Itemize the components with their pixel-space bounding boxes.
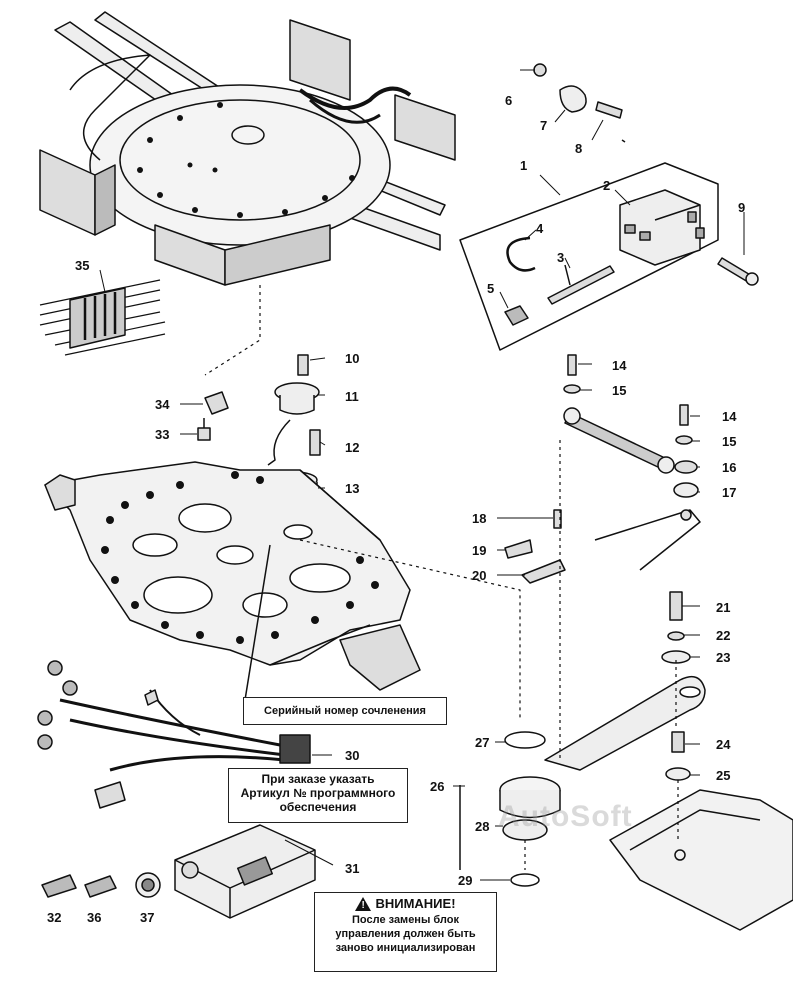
part-label: 28 <box>475 819 489 834</box>
part-labels: 6 7 8 1 2 9 4 3 5 35 10 11 12 13 34 33 1… <box>47 93 745 925</box>
sensor-35-36 <box>197 391 229 441</box>
wiring-harness-30 <box>37 660 311 809</box>
valve-kit <box>459 162 759 351</box>
part-label: 37 <box>140 910 154 925</box>
part-label: 19 <box>472 543 486 558</box>
part-label: 18 <box>472 511 486 526</box>
order-note-line: При заказе указать <box>261 772 375 786</box>
turntable-plate <box>44 461 421 691</box>
watermark: AutoSoft <box>498 800 633 833</box>
order-note: При заказе указать Артикул № программног… <box>228 768 408 823</box>
link-rod-14-17 <box>563 354 701 571</box>
part-label: 6 <box>505 93 512 108</box>
part-label: 27 <box>475 735 489 750</box>
bracket-18-20 <box>504 509 566 584</box>
serial-number-text: Серийный номер сочленения <box>264 705 426 717</box>
part-label: 3 <box>557 250 564 265</box>
part-label: 31 <box>345 861 359 876</box>
warning-line: управления должен быть <box>335 928 476 940</box>
part-label: 23 <box>716 650 730 665</box>
part-label: 24 <box>716 737 731 752</box>
warning-line: После замены блок <box>352 914 459 926</box>
part-label: 12 <box>345 440 359 455</box>
part-label: 10 <box>345 351 359 366</box>
part-label: 11 <box>345 389 359 404</box>
part-label: 26 <box>430 779 444 794</box>
turntable-frame-assembly <box>39 11 456 286</box>
serial-number-note: Серийный номер сочленения <box>243 697 447 725</box>
part-label: 15 <box>722 434 736 449</box>
order-note-line: обеспечения <box>279 800 357 814</box>
part-label: 9 <box>738 200 745 215</box>
part-label: 5 <box>487 281 494 296</box>
part-label: 22 <box>716 628 730 643</box>
part-label: 36 <box>87 910 101 925</box>
gearbox-housing <box>609 789 793 931</box>
part-label: 17 <box>722 485 736 500</box>
part-label: 33 <box>155 427 169 442</box>
part-label: 7 <box>540 118 547 133</box>
part-label: 21 <box>716 600 730 615</box>
order-note-line: Артикул № программного <box>240 786 396 800</box>
control-unit-31 <box>174 824 316 919</box>
warning-line: заново инициализирован <box>335 942 476 954</box>
warning-header: ВНИМАНИЕ! <box>315 896 496 913</box>
part-label: 35 <box>75 258 89 273</box>
part-label: 13 <box>345 481 359 496</box>
part-label: 25 <box>716 768 730 783</box>
small-parts-32-34 <box>41 872 161 898</box>
warning-note: ВНИМАНИЕ! После замены блок управления д… <box>314 892 497 972</box>
part-label: 30 <box>345 748 359 763</box>
part-label: 8 <box>575 141 582 156</box>
part-label: 34 <box>155 397 170 412</box>
part-label: 14 <box>612 358 627 373</box>
cable-bundle-37 <box>39 279 166 356</box>
part-label: 2 <box>603 178 610 193</box>
warning-triangle-icon <box>355 897 372 913</box>
part-label: 32 <box>47 910 61 925</box>
part-label: 29 <box>458 873 472 888</box>
part-label: 20 <box>472 568 486 583</box>
part-label: 4 <box>536 221 544 236</box>
part-label: 14 <box>722 409 737 424</box>
bolts-21-25 <box>661 591 691 781</box>
small-fasteners-6-8 <box>533 63 626 143</box>
part-label: 16 <box>722 460 736 475</box>
part-label: 1 <box>520 158 527 173</box>
warning-title: ВНИМАНИЕ! <box>375 896 456 911</box>
part-label: 15 <box>612 383 626 398</box>
lever-26-29 <box>459 675 706 887</box>
